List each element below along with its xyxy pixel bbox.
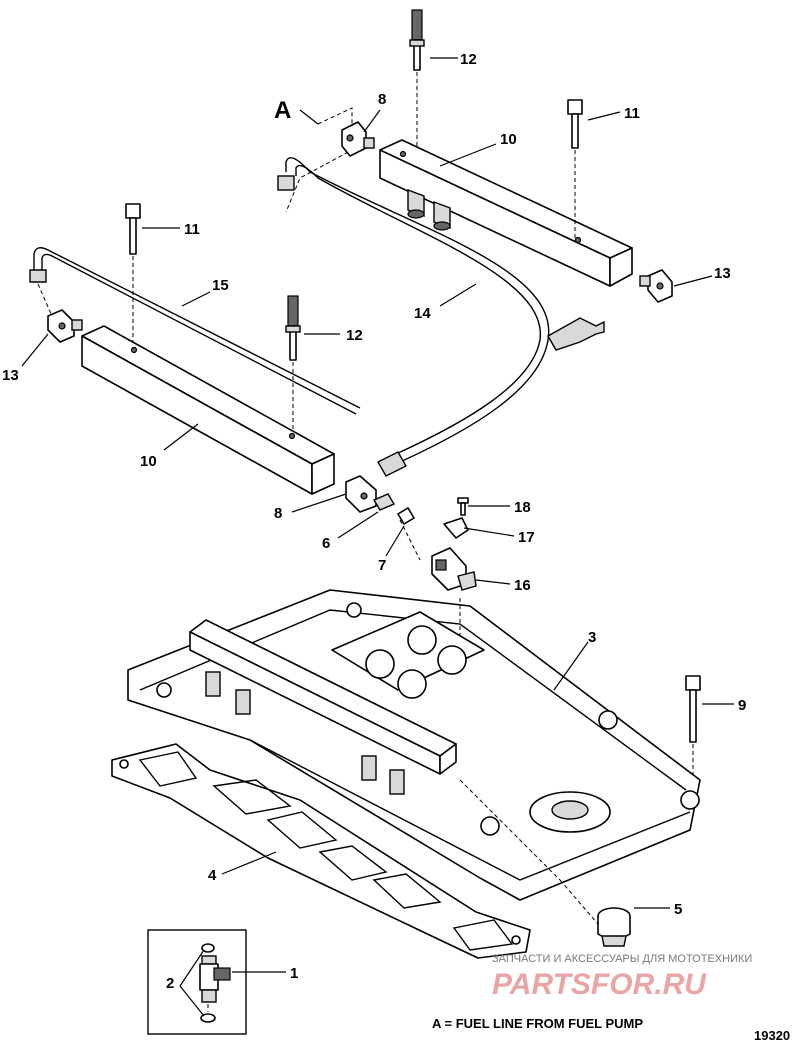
callout-8-lower: 8 (274, 505, 282, 522)
callout-17: 17 (518, 529, 535, 546)
fitting-8-top (341, 121, 375, 157)
callout-7: 7 (378, 557, 386, 574)
callout-10-top: 10 (500, 131, 517, 148)
figure-number: 19320 (754, 1028, 790, 1043)
callout-9: 9 (738, 697, 746, 714)
callout-10-left: 10 (140, 453, 157, 470)
callout-3: 3 (588, 629, 596, 646)
callout-13-left: 13 (2, 367, 19, 384)
legend-note: A = FUEL LINE FROM FUEL PUMP (432, 1016, 643, 1031)
callout-11-left: 11 (184, 221, 200, 238)
fuel-rail-10-top (379, 139, 633, 287)
callout-13-right: 13 (714, 265, 731, 282)
fuel-rail-10-left (81, 325, 335, 495)
callout-6: 6 (322, 535, 330, 552)
callout-11-right: 11 (624, 105, 640, 122)
callout-14: 14 (414, 305, 431, 322)
callout-8-top: 8 (378, 91, 386, 108)
stud-12-top (409, 9, 425, 165)
fuel-line-14 (277, 157, 605, 477)
bolt-11-right (567, 99, 583, 240)
sensor-16 (431, 547, 477, 591)
callout-1: 1 (290, 965, 298, 982)
cap-7 (397, 507, 415, 525)
intake-manifold-3 (127, 519, 701, 939)
callout-15: 15 (212, 277, 229, 294)
callout-5: 5 (674, 901, 682, 918)
callout-16: 16 (514, 577, 531, 594)
stud-12-middle (285, 295, 301, 434)
callout-12-top: 12 (460, 51, 477, 68)
view-marker-a: A (274, 97, 353, 213)
clip-17 (443, 517, 469, 539)
gasket-4 (111, 743, 531, 959)
leader-lines (21, 57, 734, 1017)
fitting-8-lower (345, 475, 377, 513)
plug-5 (597, 907, 631, 947)
watermark-brand: PARTSFOR.RU (492, 968, 707, 1001)
fitting-6 (372, 493, 396, 511)
screw-18 (457, 497, 469, 516)
callout-18: 18 (514, 499, 531, 516)
fitting-13-right (639, 269, 673, 303)
callout-4: 4 (208, 867, 217, 884)
fuel-line-15 (29, 247, 361, 415)
callout-labels: 12 8 10 11 11 15 13 13 12 14 10 8 6 7 18… (2, 51, 746, 992)
injector-inset (147, 929, 247, 1035)
callout-2: 2 (166, 975, 174, 992)
watermark: ЗАПЧАСТИ И АКСЕССУАРЫ ДЛЯ МОТОТЕХНИКИ PA… (492, 953, 752, 1001)
bolt-9 (685, 675, 701, 782)
bolt-11-left (125, 203, 141, 348)
fitting-13-left (47, 309, 83, 343)
callout-12-middle: 12 (346, 327, 363, 344)
view-marker-text: A (274, 97, 291, 124)
watermark-tagline: ЗАПЧАСТИ И АКСЕССУАРЫ ДЛЯ МОТОТЕХНИКИ (492, 953, 752, 965)
